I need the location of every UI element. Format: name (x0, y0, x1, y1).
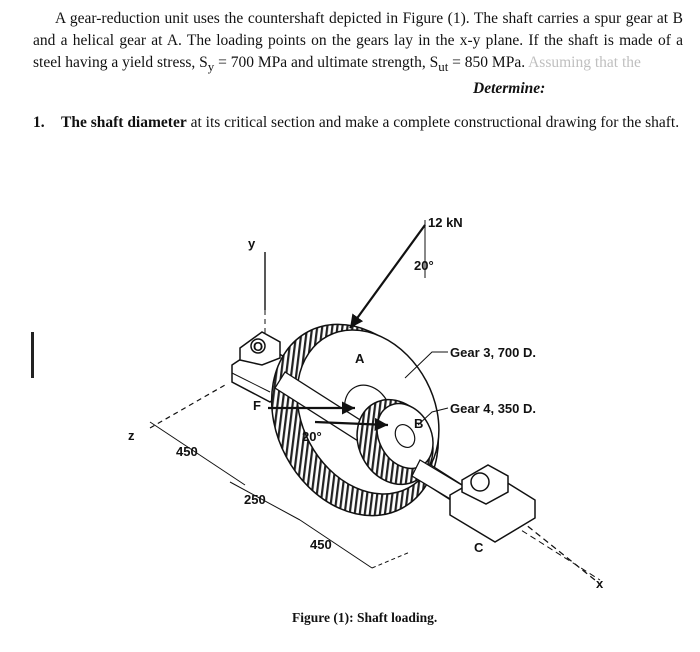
bearing-c (449, 464, 536, 543)
z-axis-line (149, 384, 226, 429)
question-number: 1. (33, 114, 45, 131)
dim-line-450-bottom (299, 519, 373, 569)
o-label: O (253, 339, 263, 354)
subscript-ut: ut (438, 59, 449, 75)
dim-line-450-left (149, 421, 246, 486)
subscript-y: y (207, 59, 215, 75)
problem-line-3b: = 700 MPa and ultimate strength, S (214, 54, 439, 71)
problem-line-1: A gear-reduction unit uses the countersh… (55, 10, 669, 27)
problem-statement: A gear-reduction unit uses the countersh… (33, 8, 683, 100)
load-label: 12 kN (428, 215, 463, 230)
gear3-leader (404, 351, 448, 379)
question-bold: The shaft diameter (61, 114, 187, 131)
angle-top-label: 20° (414, 258, 434, 273)
angle-mid-label: 20° (302, 429, 322, 444)
force-arrow-b (314, 417, 389, 432)
y-label: y (248, 236, 256, 251)
f-label: F (253, 398, 261, 413)
problem-line-3a: steel having a yield stress, S (33, 54, 208, 71)
problem-line-2: B and a helical gear at A. The loading p… (33, 10, 683, 49)
z-label: z (128, 428, 135, 443)
gear4-leader (417, 407, 449, 426)
c-label: C (474, 540, 484, 555)
problem-faint-text: Assuming that the (528, 54, 641, 71)
shaft-figure: 12 kN 20° 20° y O A B C F z x Gear 3, 70… (128, 215, 604, 591)
question-text: at its critical section and make a compl… (186, 114, 680, 131)
dim-450-bottom: 450 (310, 537, 332, 552)
margin-mark (31, 332, 34, 378)
gear3-label: Gear 3, 700 D. (450, 345, 536, 360)
x-label: x (596, 576, 604, 591)
a-label: A (355, 351, 365, 366)
gear4-label: Gear 4, 350 D. (450, 401, 536, 416)
dim-250: 250 (244, 492, 266, 507)
determine-label: Determine: (473, 80, 546, 98)
problem-line-3c: = 850 MPa. (448, 54, 526, 71)
question-1: 1. The shaft diameter at its critical sec… (33, 112, 693, 134)
x-axis-line (519, 519, 596, 581)
b-label: B (414, 416, 423, 431)
dim-line-250 (229, 481, 301, 521)
load-arrow-12kn (349, 224, 426, 329)
figure-caption: Figure (1): Shaft loading. (292, 610, 438, 625)
dim-450-left: 450 (176, 444, 198, 459)
dim-line-tail (371, 551, 411, 569)
